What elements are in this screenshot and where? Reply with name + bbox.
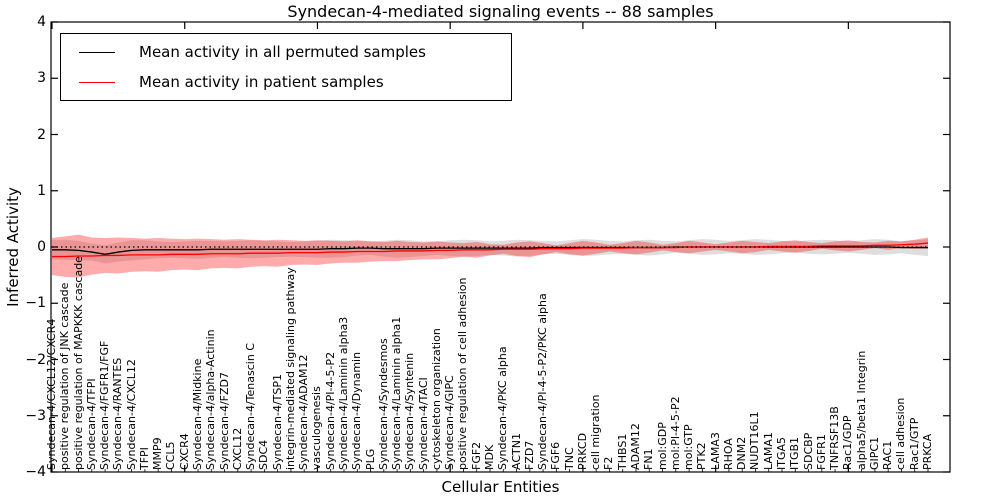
legend-label-permuted: Mean activity in all permuted samples [139,43,426,61]
legend-item-permuted: Mean activity in all permuted samples [61,37,511,67]
permuted-mean-line-sample [79,51,115,53]
x-axis-label: Cellular Entities [441,478,560,496]
legend: Mean activity in all permuted samples Me… [60,33,512,101]
permuted-samples-std-band [52,239,928,264]
patient-mean-line-sample [79,81,115,83]
patient-samples-std-band [52,234,928,278]
legend-item-patient: Mean activity in patient samples [61,67,511,97]
chart-title: Syndecan-4-mediated signaling events -- … [287,2,714,21]
legend-label-patient: Mean activity in patient samples [139,73,384,91]
